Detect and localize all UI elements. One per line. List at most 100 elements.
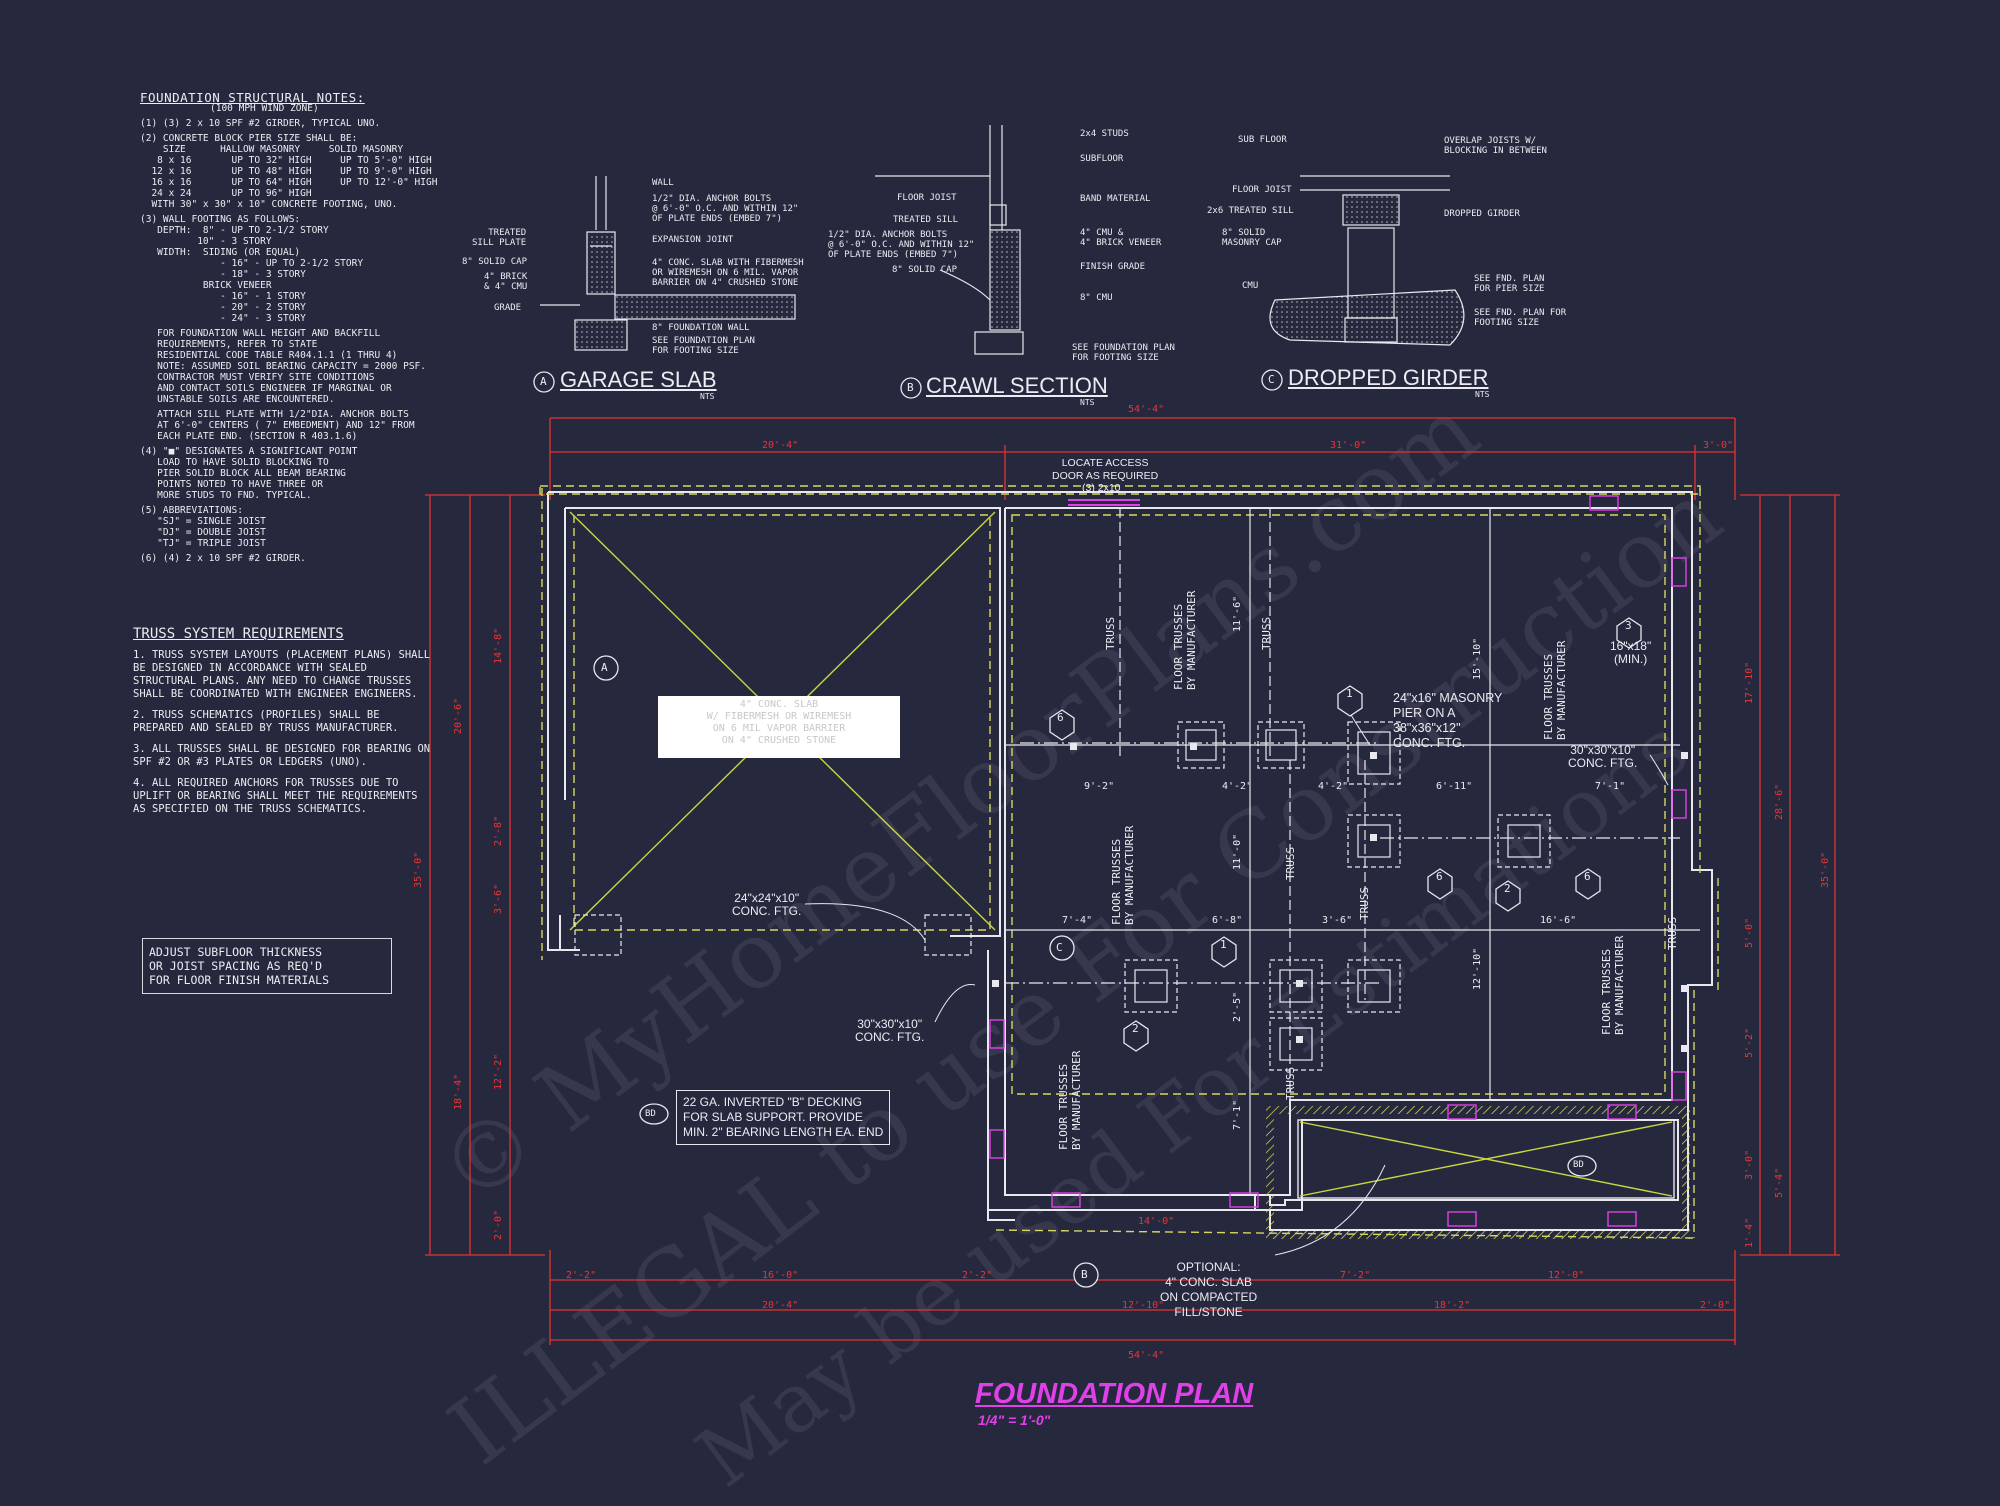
truss-title: TRUSS SYSTEM REQUIREMENTS — [133, 626, 344, 642]
inner-dimension: 15'-10" — [1472, 637, 1483, 680]
section-c-label: CMU — [1242, 281, 1259, 291]
locate-access-note: LOCATE ACCESS DOOR AS REQUIRED — [1052, 457, 1159, 482]
inner-dimension: 4'-2" — [1318, 781, 1349, 792]
tag-label: 6 — [1584, 870, 1591, 883]
dimension-label: 31'-0" — [1330, 440, 1367, 451]
dimension-label: 12'-2" — [493, 1053, 504, 1090]
section-c-label: SEE FND. PLAN FOR PIER SIZE — [1474, 274, 1545, 294]
section-a-letter: A — [540, 375, 547, 388]
dimension-label: 35'-0" — [1820, 851, 1831, 888]
tag-label: B — [1081, 1268, 1088, 1281]
section-b-label: 8" CMU — [1080, 293, 1113, 303]
dimension-label: 28'-6" — [1774, 783, 1785, 820]
floor-trusses-label: FLOOR TRUSSES BY MANUFACTURER — [1600, 935, 1626, 1035]
section-a-label: TREATED SILL PLATE — [472, 228, 527, 248]
tag-label: BD — [645, 1109, 656, 1119]
dimension-label: 16'-0" — [762, 1270, 799, 1281]
tags — [533, 369, 1642, 1288]
inner-dimension: 3'-6" — [1322, 915, 1353, 926]
section-b-label: TREATED SILL — [893, 215, 959, 225]
section-b-detail — [875, 125, 1024, 355]
dimension-label: 2'-2" — [566, 1270, 597, 1281]
section-c-label: SEE FND. PLAN FOR FOOTING SIZE — [1474, 308, 1567, 328]
dimension-label: 3'-0" — [1744, 1149, 1755, 1180]
dimension-label: 20'-4" — [762, 1300, 799, 1311]
dimension-label: 5'-4" — [1774, 1167, 1785, 1198]
section-b-title: CRAWL SECTION — [926, 373, 1108, 398]
inner-dimension: 7'-4" — [1062, 915, 1093, 926]
section-b-label: BAND MATERIAL — [1080, 194, 1151, 204]
garage-slab-note: 4" CONC. SLAB W/ FIBERMESH OR WIREMESH O… — [658, 696, 900, 758]
section-c-label: OVERLAP JOISTS W/ BLOCKING IN BETWEEN — [1444, 136, 1547, 156]
floor-trusses-label: FLOOR TRUSSES BY MANUFACTURER — [1110, 825, 1136, 925]
footing-30-note-right: 30"x30"x10" CONC. FTG. — [1568, 743, 1638, 770]
tag-label: C — [1056, 941, 1063, 954]
dimension-label: 2'-0" — [1700, 1300, 1731, 1311]
section-c-label: 2x6 TREATED SILL — [1207, 206, 1294, 216]
section-a-label: 1/2" DIA. ANCHOR BOLTS @ 6'-0" O.C. AND … — [652, 194, 799, 224]
section-b-label: SUBFLOOR — [1080, 154, 1124, 164]
section-a-label: WALL — [652, 178, 674, 188]
access-member: (3) 2x10 — [1082, 482, 1121, 494]
tag-label: 3 — [1625, 619, 1632, 632]
truss-item: 3. ALL TRUSSES SHALL BE DESIGNED FOR BEA… — [133, 743, 431, 768]
inner-dimension: 9'-2" — [1084, 781, 1115, 792]
girder-lines — [1005, 508, 1700, 1195]
dimension-label: 3'-6" — [493, 883, 504, 914]
optional-slab-x — [1266, 1106, 1690, 1239]
dimension-label: 12'-0" — [1548, 1270, 1585, 1281]
truss-label: TRUSS — [1666, 916, 1679, 950]
foundation-notes: FOUNDATION STRUCTURAL NOTES: (100 MPH WI… — [140, 90, 460, 564]
note-item: (1) (3) 2 x 10 SPF #2 GIRDER, TYPICAL UN… — [140, 118, 381, 129]
inner-dimension: 6'-8" — [1212, 915, 1243, 926]
truss-item: 2. TRUSS SCHEMATICS (PROFILES) SHALL BE … — [133, 709, 399, 734]
truss-label: TRUSS — [1284, 846, 1297, 880]
dimension-label: 2'-8" — [493, 815, 504, 846]
dimension-label: 18'-2" — [1434, 1300, 1471, 1311]
note-item: (4) "■" DESIGNATES A SIGNIFICANT POINT L… — [140, 446, 358, 501]
inner-dimension: 6'-11" — [1436, 781, 1473, 792]
section-a-label: EXPANSION JOINT — [652, 235, 734, 245]
inner-dimension: 16'-6" — [1540, 915, 1577, 926]
dimension-label: 17'-10" — [1744, 661, 1755, 704]
inner-dimension: 4'-2" — [1222, 781, 1253, 792]
tag-label: 1 — [1346, 687, 1353, 700]
inner-dimension: 11'-0" — [1232, 833, 1243, 870]
footing-dash-outline — [539, 485, 1719, 1239]
tag-label: A — [601, 661, 608, 674]
tag-label: BD — [1573, 1160, 1584, 1170]
footing-24-note: 24"x24"x10" CONC. FTG. — [732, 891, 802, 918]
section-c-detail — [1269, 175, 1465, 346]
truss-label: TRUSS — [1358, 886, 1371, 920]
section-a-label: 8" SOLID CAP — [462, 257, 528, 267]
section-a-label: 4" CONC. SLAB WITH FIBERMESH OR WIREMESH… — [652, 258, 804, 288]
tag-label: 6 — [1057, 711, 1064, 724]
tag-label: 1 — [1220, 938, 1227, 951]
dimension-label: 35'-0" — [413, 851, 424, 888]
dimension-label: 20'-4" — [762, 440, 799, 451]
section-a-label: SEE FOUNDATION PLAN FOR FOOTING SIZE — [652, 336, 755, 356]
notes-title: FOUNDATION STRUCTURAL NOTES: — [140, 90, 365, 105]
plan-scale: 1/4" = 1'-0" — [978, 1412, 1051, 1428]
section-a-label: GRADE — [494, 303, 522, 313]
inner-dimension: 7'-1" — [1595, 781, 1626, 792]
section-c-nts: NTS — [1475, 390, 1490, 399]
notes-subtitle: (100 MPH WIND ZONE) — [210, 103, 319, 114]
access-door — [1068, 499, 1140, 506]
dimension-label: 2'-2" — [962, 1270, 993, 1281]
floor-trusses-label: FLOOR TRUSSES BY MANUFACTURER — [1172, 590, 1198, 690]
piers — [574, 721, 1551, 1071]
truss-requirements: TRUSS SYSTEM REQUIREMENTS 1. TRUSS SYSTE… — [133, 626, 433, 824]
note-item: (5) ABBREVIATIONS: "SJ" = SINGLE JOIST "… — [140, 505, 266, 549]
tag-label: 2 — [1504, 882, 1511, 895]
section-b-label: SEE FOUNDATION PLAN FOR FOOTING SIZE — [1072, 343, 1175, 363]
section-b-label: FINISH GRADE — [1080, 262, 1146, 272]
truss-item: 4. ALL REQUIRED ANCHORS FOR TRUSSES DUE … — [133, 777, 418, 815]
point-loads — [992, 743, 1688, 1052]
section-b-label: 2x4 STUDS — [1080, 129, 1129, 139]
section-a-detail — [540, 176, 796, 351]
dimension-label: 1'-4" — [1744, 1217, 1755, 1248]
note-item: (2) CONCRETE BLOCK PIER SIZE SHALL BE: S… — [140, 133, 438, 210]
section-c-label: DROPPED GIRDER — [1444, 209, 1520, 219]
vent-markers — [989, 495, 1687, 1227]
